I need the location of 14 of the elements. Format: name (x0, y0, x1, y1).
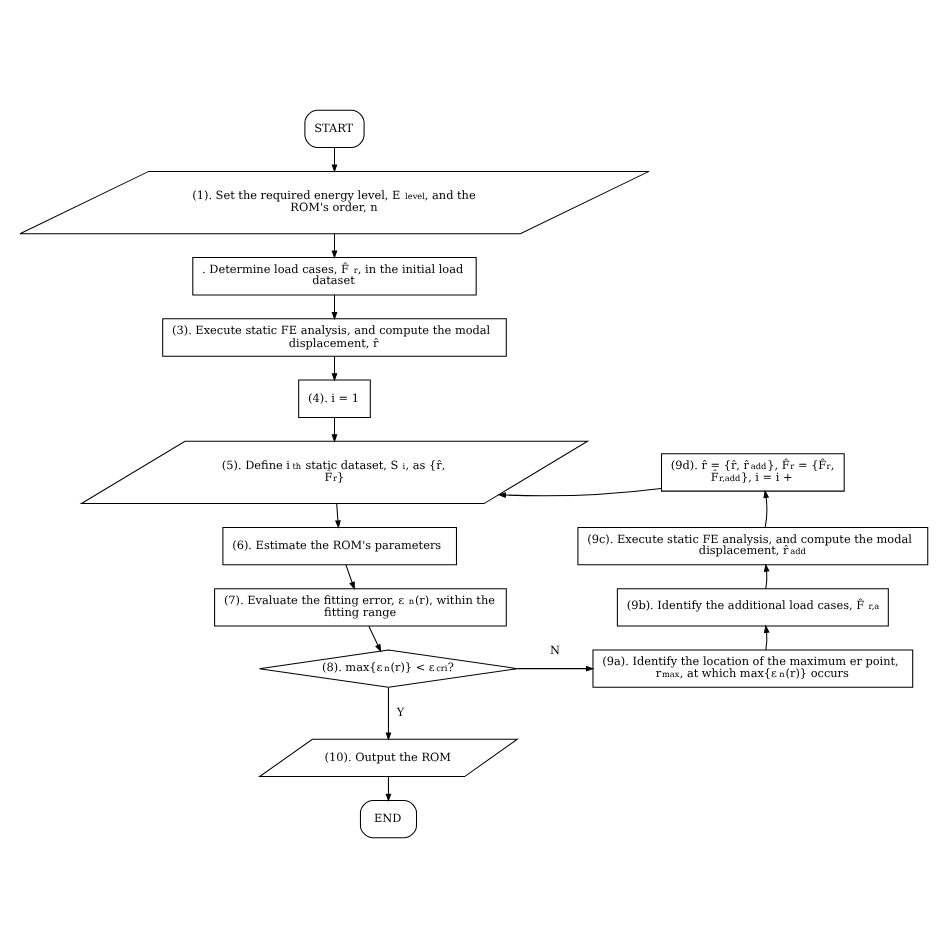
arrow (497, 487, 662, 498)
arrow (331, 355, 338, 382)
arrow (331, 416, 338, 443)
arrow (345, 564, 355, 591)
arrow (385, 687, 392, 741)
arrow (763, 489, 770, 528)
arrow (331, 233, 338, 259)
arrow (331, 294, 338, 321)
arrow (516, 665, 595, 672)
arrow (335, 503, 341, 529)
arrow (763, 563, 770, 590)
arrow (763, 624, 770, 651)
arrow (385, 776, 392, 802)
arrow (368, 625, 382, 653)
